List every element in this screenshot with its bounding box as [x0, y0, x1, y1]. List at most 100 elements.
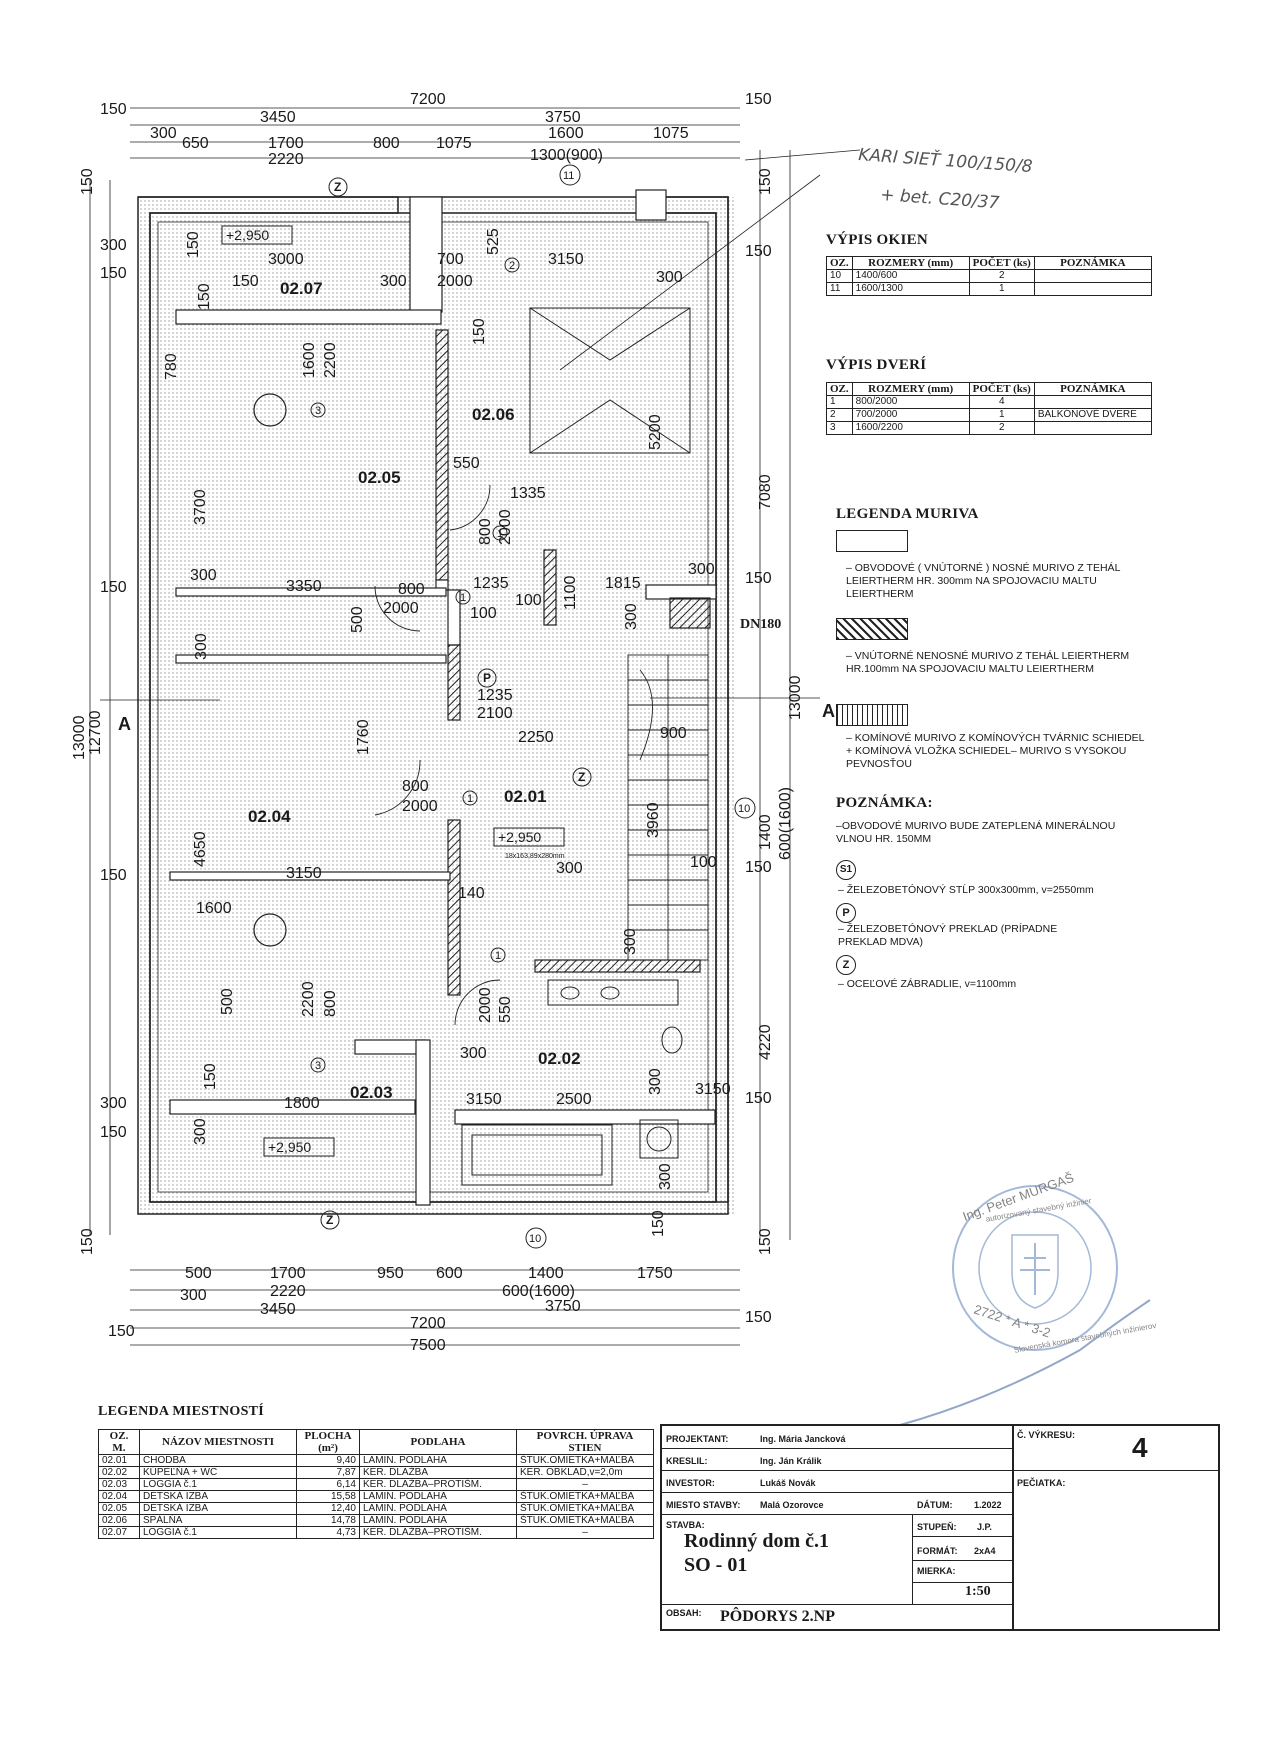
stavba-code: SO - 01	[684, 1554, 748, 1576]
col-pocet: POČET (ks)	[968, 256, 1035, 270]
svg-text:500: 500	[219, 988, 236, 1015]
dimension-lines	[89, 107, 861, 1346]
svg-text:300: 300	[647, 1068, 664, 1095]
room-02-06: 02.06	[472, 405, 515, 424]
svg-text:150: 150	[100, 579, 127, 596]
svg-text:950: 950	[377, 1265, 404, 1282]
svg-text:+2,950: +2,950	[498, 829, 541, 845]
symbols	[310, 164, 756, 1249]
svg-text:150: 150	[745, 91, 772, 108]
svg-text:600(1600): 600(1600)	[777, 787, 794, 860]
svg-text:150: 150	[745, 1309, 772, 1326]
svg-text:+ bet. C20/37: + bet. C20/37	[880, 185, 1001, 213]
section-marks: A A DN180	[118, 617, 835, 734]
svg-text:300: 300	[460, 1045, 487, 1062]
svg-text:13000: 13000	[787, 675, 804, 720]
svg-text:150: 150	[100, 265, 127, 282]
svg-text:550: 550	[453, 455, 480, 472]
svg-text:1600: 1600	[301, 342, 318, 378]
door-swings	[374, 484, 501, 1026]
svg-text:150: 150	[185, 231, 202, 258]
mierka-value: 1:50	[965, 1584, 991, 1599]
svg-text:100: 100	[515, 592, 542, 609]
kreslil-value: Ing. Ján Králik	[760, 1456, 822, 1466]
svg-text:2200: 2200	[322, 342, 339, 378]
col-rozmery: ROZMERY (mm)	[851, 256, 970, 270]
legend-item-3: – KOMÍNOVÉ MURIVO Z KOMÍNOVÝCH TVÁRNIC S…	[846, 732, 1145, 770]
svg-text:300: 300	[688, 561, 715, 578]
bearing-wall-swatch	[836, 530, 908, 552]
svg-text:1600: 1600	[548, 125, 584, 142]
svg-text:2100: 2100	[477, 705, 513, 722]
svg-text:3350: 3350	[286, 578, 322, 595]
svg-text:800: 800	[322, 990, 339, 1017]
svg-text:650: 650	[182, 135, 209, 152]
svg-text:2500: 2500	[556, 1091, 592, 1108]
chimney-wall-swatch	[836, 704, 908, 726]
note-p: – ŽELEZOBETÓNOVÝ PREKLAD (PRÍPADNE PREKL…	[838, 923, 1058, 948]
svg-text:7500: 7500	[410, 1337, 446, 1354]
svg-text:600(1600): 600(1600)	[502, 1283, 575, 1300]
svg-text:1235: 1235	[477, 687, 513, 704]
svg-text:1400: 1400	[757, 814, 774, 850]
svg-text:3960: 3960	[645, 802, 662, 838]
svg-text:1700: 1700	[270, 1265, 306, 1282]
svg-text:Z: Z	[326, 1213, 333, 1227]
svg-text:10: 10	[738, 803, 750, 815]
svg-text:150: 150	[650, 1210, 667, 1237]
svg-text:1075: 1075	[436, 135, 472, 152]
svg-text:300: 300	[380, 273, 407, 290]
svg-text:3150: 3150	[286, 865, 322, 882]
svg-text:7200: 7200	[410, 1315, 446, 1332]
rooms-table: OZ. M. NÁZOV MIESTNOSTI PLOCHA (m²) PODL…	[98, 1429, 654, 1539]
svg-text:1100: 1100	[562, 575, 579, 610]
svg-text:150: 150	[232, 273, 259, 290]
svg-text:300: 300	[180, 1287, 207, 1304]
svg-text:300: 300	[556, 860, 583, 877]
svg-text:13000: 13000	[71, 715, 88, 760]
svg-text:Z: Z	[578, 770, 585, 784]
svg-text:900: 900	[660, 725, 687, 742]
room-02-04: 02.04	[248, 807, 291, 826]
room-labels: 02.07 02.05 02.06 02.01 02.04 02.02 02.0…	[248, 279, 581, 1102]
svg-text:A: A	[118, 714, 131, 734]
investor-value: Lukáš Novák	[760, 1478, 816, 1488]
svg-text:3750: 3750	[545, 109, 581, 126]
svg-text:1700: 1700	[268, 135, 304, 152]
note-s1: – ŽELEZOBETÓNOVÝ STĹP 300x300mm, v=2550m…	[838, 884, 1094, 896]
svg-text:150: 150	[757, 168, 774, 195]
obsah-value: PÔDORYS 2.NP	[720, 1608, 835, 1625]
svg-text:100: 100	[470, 605, 497, 622]
miesto-value: Malá Ozorovce	[760, 1500, 824, 1510]
svg-text:150: 150	[745, 859, 772, 876]
svg-text:140: 140	[458, 885, 485, 902]
note-title: POZNÁMKA:	[836, 795, 933, 811]
svg-text:3000: 3000	[268, 251, 304, 268]
svg-text:7080: 7080	[757, 474, 774, 510]
title-block: PROJEKTANT: Ing. Mária Jancková KRESLIL:…	[660, 1424, 1220, 1631]
projektant-value: Ing. Mária Jancková	[760, 1434, 846, 1444]
svg-text:+2,950: +2,950	[268, 1139, 311, 1155]
masonry-legend-title: LEGENDA MURIVA	[836, 506, 979, 522]
svg-text:4220: 4220	[757, 1024, 774, 1060]
svg-text:3450: 3450	[260, 109, 296, 126]
staircase	[627, 654, 709, 961]
svg-text:150: 150	[108, 1323, 135, 1340]
svg-text:3750: 3750	[545, 1298, 581, 1315]
legend-item-1: – OBVODOVÉ ( VNÚTORNÉ ) NOSNÉ MURIVO Z T…	[846, 562, 1121, 600]
svg-text:500: 500	[349, 606, 366, 633]
stair-spec: 18x163,89x280mm	[505, 853, 565, 860]
svg-text:10: 10	[529, 1233, 541, 1245]
round-symbols	[253, 393, 287, 947]
svg-text:150: 150	[100, 101, 127, 118]
datum-value: 1.2022	[974, 1500, 1002, 1510]
svg-text:300: 300	[100, 237, 127, 254]
svg-text:3: 3	[315, 1060, 321, 1072]
svg-text:3150: 3150	[695, 1081, 731, 1098]
